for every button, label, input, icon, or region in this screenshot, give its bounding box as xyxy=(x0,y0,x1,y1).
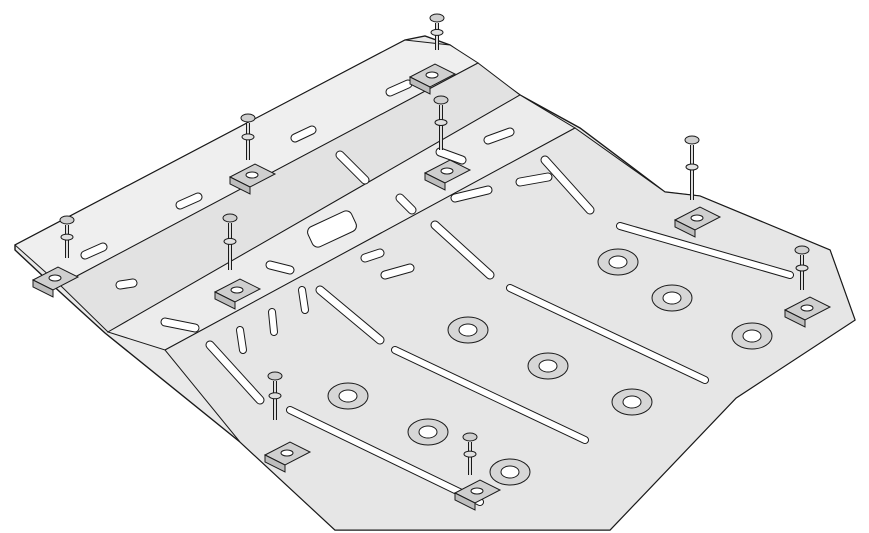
slot-inner xyxy=(206,341,264,404)
bracket-hole xyxy=(690,214,704,222)
bracket-hole xyxy=(48,274,62,282)
bolt-head xyxy=(222,213,238,223)
bolt-head xyxy=(794,245,810,255)
slot-inner xyxy=(237,327,246,353)
slot-inner xyxy=(291,126,316,142)
bolt-washer xyxy=(795,264,809,272)
bracket-hole xyxy=(800,304,814,312)
bolt-washer xyxy=(434,119,448,126)
mounting-bracket-side xyxy=(229,176,251,195)
slot-inner xyxy=(507,285,708,383)
bracket-hole xyxy=(280,449,294,457)
slot-inner xyxy=(431,221,494,279)
bolts xyxy=(59,13,810,475)
slot-inner xyxy=(541,156,594,214)
bolt-head xyxy=(433,95,449,105)
slot-inner xyxy=(516,173,552,186)
bolt-head xyxy=(59,215,75,225)
stamped-hole-center xyxy=(418,425,438,439)
slot-inner xyxy=(381,264,414,279)
bolt-washer xyxy=(241,133,255,141)
stamped-hole-center xyxy=(458,323,478,337)
bracket-hole xyxy=(245,171,259,179)
bolt-washer xyxy=(430,28,444,36)
slot-inner xyxy=(392,347,588,443)
bolt-head xyxy=(267,371,283,381)
bolt-head xyxy=(462,432,478,442)
slot-inner xyxy=(336,151,369,184)
slot-inner xyxy=(451,186,492,202)
slot-inner xyxy=(287,407,483,505)
stamped-hole-center xyxy=(742,329,762,343)
mounting-bracket-side xyxy=(214,291,236,310)
slot-inner xyxy=(269,309,277,335)
slot-inner xyxy=(161,318,199,332)
mounting-bracket-side xyxy=(264,454,286,473)
mounting-bracket-side xyxy=(454,492,476,511)
slot-inner xyxy=(176,193,202,209)
slot-inner xyxy=(484,128,514,144)
bolt-washer xyxy=(223,237,237,245)
slot-inner xyxy=(361,249,384,262)
stamped-holes xyxy=(327,248,773,486)
stamped-hole-center xyxy=(500,465,520,479)
mounting-bracket-side xyxy=(784,309,806,328)
slot-inner xyxy=(266,261,294,274)
mounting-bracket-side xyxy=(409,76,431,95)
slot-inner xyxy=(116,279,137,289)
bolt-head xyxy=(429,13,445,23)
slot-inner xyxy=(396,194,416,214)
slot-inner xyxy=(617,223,793,278)
mounting-bracket-side xyxy=(674,219,696,238)
stamped-hole-center xyxy=(608,255,628,269)
bolt-head xyxy=(684,135,700,145)
slots xyxy=(80,79,794,506)
bolt-washer xyxy=(685,163,699,171)
bolt-washer xyxy=(60,233,74,241)
stamped-hole-center xyxy=(662,291,682,305)
slot-inner xyxy=(299,287,308,313)
bolt-washer xyxy=(268,392,282,400)
slot-inner xyxy=(386,80,412,96)
slot-inner xyxy=(436,148,466,164)
slot-inner xyxy=(316,286,384,344)
bracket-hole xyxy=(470,487,484,495)
plate-body xyxy=(14,35,856,531)
mounting-bracket-side xyxy=(424,172,446,191)
bracket-hole xyxy=(440,167,454,175)
stamped-hole-center xyxy=(622,395,642,409)
bracket-hole xyxy=(425,71,439,79)
stamped-hole-center xyxy=(538,359,558,373)
mounting-brackets xyxy=(31,63,832,511)
bolt-washer xyxy=(463,450,477,458)
stamped-hole-center xyxy=(338,389,358,403)
slot-inner xyxy=(81,243,107,259)
center-cutout xyxy=(307,210,357,248)
bolt-head xyxy=(240,113,256,123)
bracket-hole xyxy=(230,286,244,294)
mounting-bracket-side xyxy=(32,279,54,298)
